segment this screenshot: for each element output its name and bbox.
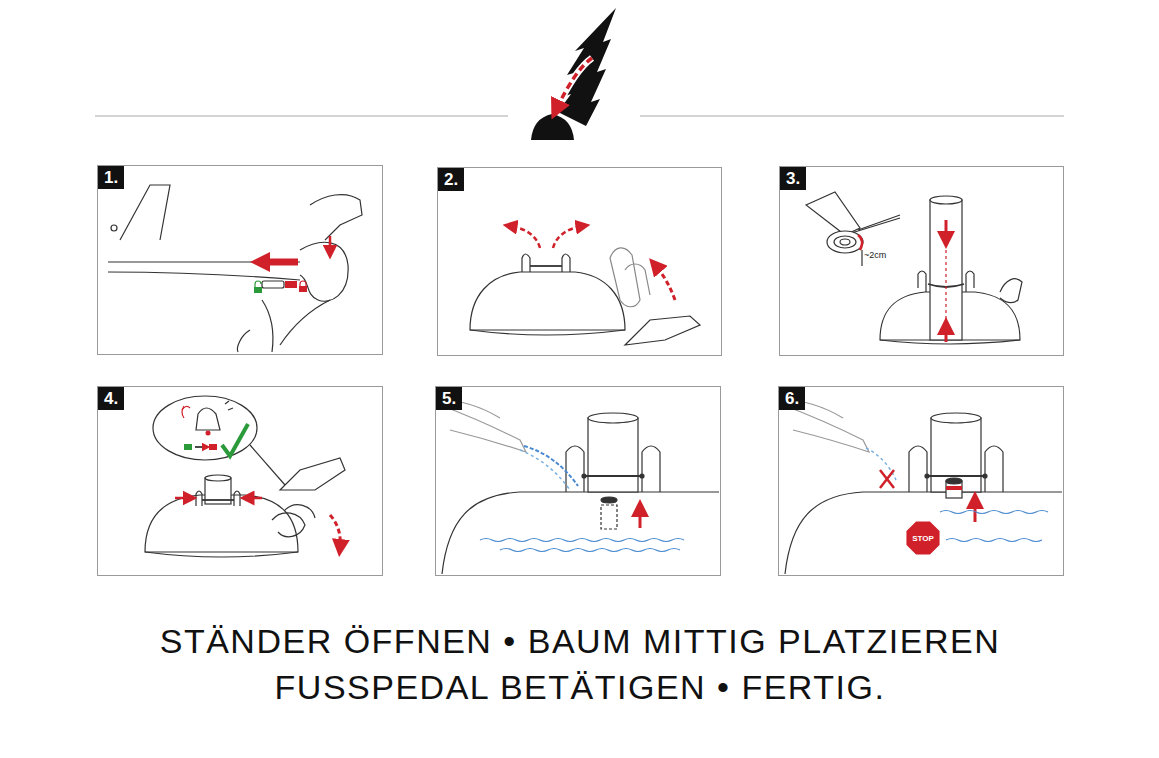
- step-number: 5.: [436, 387, 462, 410]
- panel-6-art: [783, 400, 1062, 574]
- panel-2-art: [470, 226, 700, 345]
- caption: STÄNDER ÖFFNEN • BAUM MITTIG PLATZIEREN …: [80, 618, 1080, 710]
- step-panel: 3.: [779, 166, 1064, 356]
- step-number: 2.: [438, 168, 464, 191]
- step-panel: 5.: [435, 386, 721, 576]
- step-number: 3.: [780, 167, 806, 190]
- panel-1-art: [108, 185, 362, 352]
- step-number: 4.: [98, 387, 124, 410]
- step-number: 6.: [779, 387, 805, 410]
- panel-5-art: [440, 400, 719, 574]
- step-panel: 4.: [97, 386, 383, 576]
- stop-label: STOP: [905, 534, 941, 543]
- dimension-label: ~2cm: [864, 250, 886, 260]
- step-panel: 1.: [97, 165, 383, 355]
- panel-3-art: [806, 192, 1022, 344]
- stop-sign: STOP: [905, 520, 941, 556]
- tree-icon: [531, 8, 616, 140]
- step-panel: 2.: [437, 167, 722, 356]
- step-number: 1.: [98, 166, 124, 189]
- panel-4-art: [145, 396, 345, 557]
- step-panel: 6. STOP: [778, 386, 1064, 576]
